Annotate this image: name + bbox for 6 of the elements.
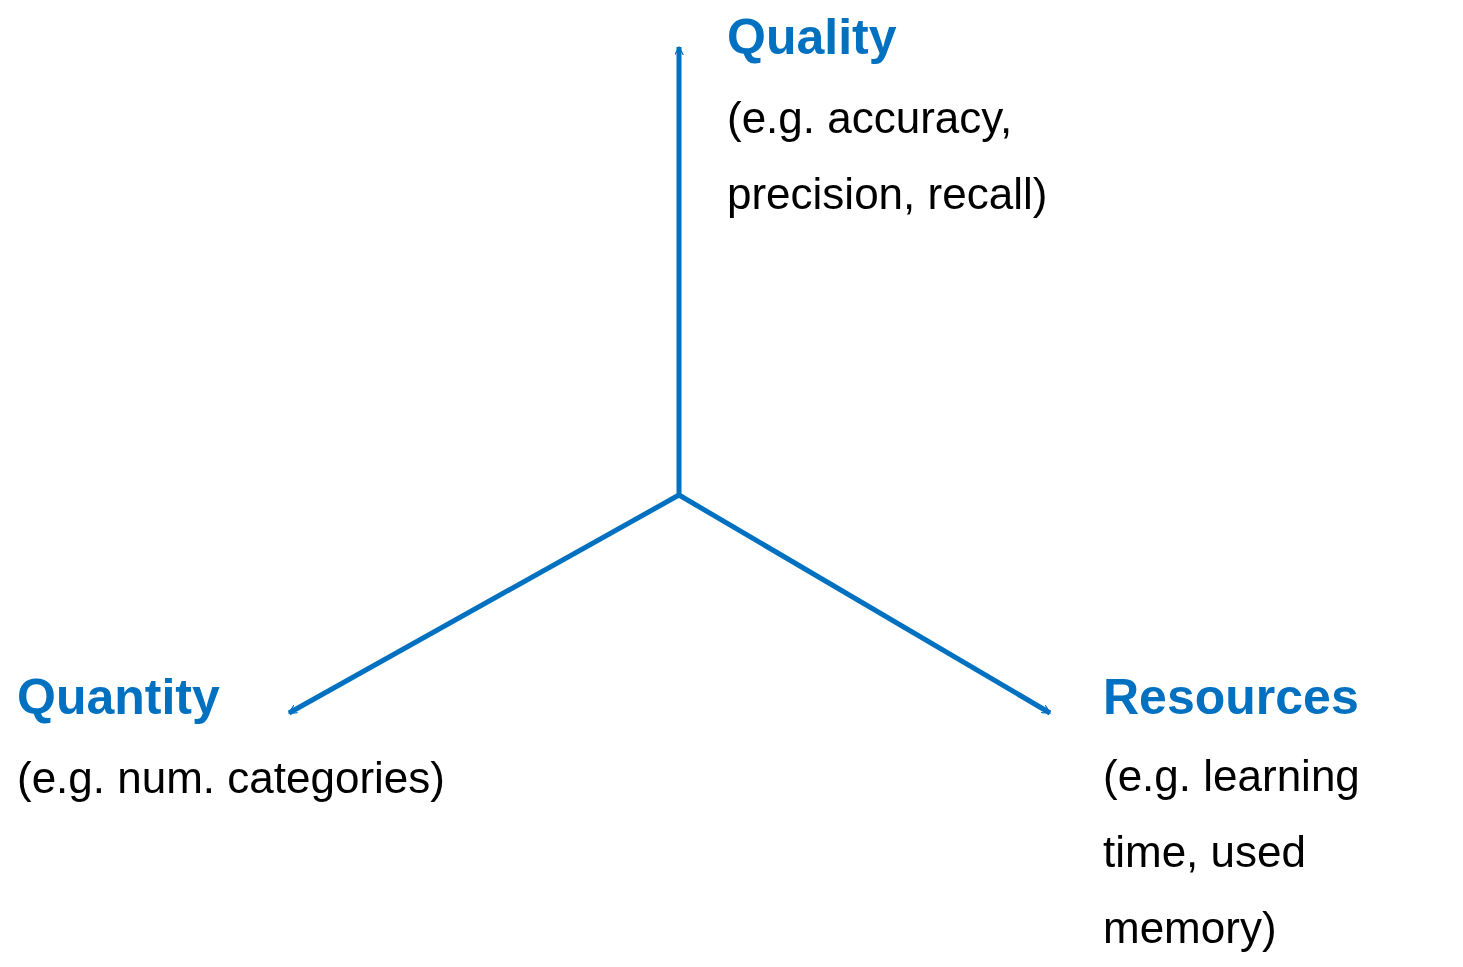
axis-description: (e.g. accuracy, precision, recall) [727,92,1049,220]
axis-description: (e.g. learning time, used memory) [1103,750,1361,954]
axis-description: (e.g. num. categories) [17,752,446,804]
axis-title: Quality [727,8,898,67]
axis-title: Resources [1103,668,1360,727]
axis-title: Quantity [17,668,221,727]
